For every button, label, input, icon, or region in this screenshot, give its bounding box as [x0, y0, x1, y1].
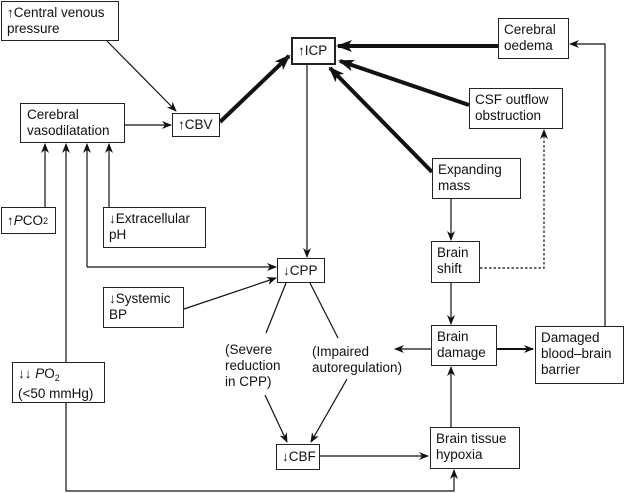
node-central-venous-pressure: ↑Central venous pressure: [1, 1, 119, 41]
node-text: damage: [437, 345, 486, 360]
node-icp: ↑ICP: [291, 37, 336, 65]
node-text: Brain: [437, 329, 469, 344]
edge-po2-to-hypoxia: [65, 403, 458, 492]
node-csf-outflow-obstruction: CSF outflow obstruction: [469, 88, 563, 129]
node-text: Damaged: [541, 330, 600, 345]
node-systemic-bp: ↓Systemic BP: [103, 287, 184, 328]
annotation-severe-reduction: (Severe reduction in CPP): [225, 342, 281, 390]
annotation-text: (Impaired: [312, 344, 370, 359]
node-text: vasodilatation: [27, 123, 110, 138]
node-text-line1: ↓↓ PO2: [18, 366, 99, 386]
edge-mass-to-icp: [328, 66, 434, 174]
node-text: barrier: [541, 362, 581, 377]
node-text-subscript: 2: [43, 215, 49, 226]
node-text: hypoxia: [436, 447, 483, 462]
edge-shift-to-csf: [480, 129, 548, 269]
node-text: Cerebral: [27, 107, 79, 122]
node-cerebral-vasodilatation: Cerebral vasodilatation: [20, 103, 125, 143]
annotation-text: autoregulation): [312, 360, 403, 375]
edge-cpp-to-severe: [265, 282, 287, 334]
node-brain-damage: Brain damage: [431, 325, 497, 366]
node-text-italic: P: [35, 366, 45, 381]
node-text: CSF outflow: [475, 92, 549, 107]
node-brain-shift: Brain shift: [431, 241, 480, 283]
node-po2: ↓↓ PO2 (<50 mmHg): [12, 362, 105, 403]
edge-sbp-to-cpp: [183, 277, 277, 310]
annotation-text: in CPP): [225, 374, 272, 389]
node-text: mass: [438, 178, 471, 193]
node-text: ↓CPP: [283, 262, 318, 278]
edge-severe-to-cbf: [264, 394, 288, 443]
annotation-text: reduction: [225, 358, 281, 373]
node-cerebral-oedema: Cerebral oedema: [498, 18, 569, 59]
node-expanding-mass: Expanding mass: [432, 158, 521, 199]
node-text: Brain: [437, 245, 469, 260]
edge-cbv-to-icp: [218, 54, 291, 124]
node-text: ↓Extracellular: [109, 211, 191, 226]
node-cpp: ↓CPP: [277, 258, 325, 283]
node-text: CO: [22, 212, 44, 228]
node-text: Expanding: [438, 162, 502, 177]
annotation-text: (Severe: [225, 342, 273, 357]
node-text: shift: [437, 261, 462, 276]
node-cbf: ↓CBF: [276, 444, 320, 470]
edge-bbb-to-oedema: [569, 40, 606, 326]
node-text: BP: [109, 307, 128, 322]
node-text: pH: [109, 227, 127, 242]
annotation-impaired-autoregulation: (Impaired autoregulation): [312, 344, 402, 376]
node-text: ↑Central venous: [7, 5, 105, 20]
node-text: (<50 mmHg): [18, 386, 94, 401]
node-text: oedema: [504, 38, 553, 53]
node-text: obstruction: [475, 108, 542, 123]
node-extracellular-ph: ↓Extracellular pH: [103, 207, 206, 248]
node-text-subscript: 2: [54, 373, 60, 383]
node-text: ↓CBF: [282, 449, 316, 464]
node-text: Cerebral: [504, 22, 556, 37]
node-text-italic: P: [13, 212, 23, 228]
edge-cvp-to-cbv: [106, 40, 177, 112]
node-text: Brain tissue: [436, 431, 507, 446]
edge-csf-to-icp: [338, 59, 470, 107]
node-text: blood–brain: [541, 346, 612, 361]
edge-cpp-to-impaired: [309, 282, 339, 339]
node-text: O: [44, 366, 55, 381]
node-brain-tissue-hypoxia: Brain tissue hypoxia: [430, 427, 520, 469]
node-text: ↑CBV: [178, 117, 213, 132]
node-text: ↓Systemic: [109, 291, 171, 306]
node-text: pressure: [7, 21, 60, 36]
node-text: ↑ICP: [298, 43, 328, 58]
node-text-prefix: ↑: [7, 212, 14, 228]
edge-impaired-to-cbf: [310, 378, 348, 443]
node-damaged-blood-brain-barrier: Damaged blood–brain barrier: [535, 326, 624, 384]
node-text-prefix: ↓↓: [18, 366, 36, 381]
node-cbv: ↑CBV: [172, 113, 220, 137]
